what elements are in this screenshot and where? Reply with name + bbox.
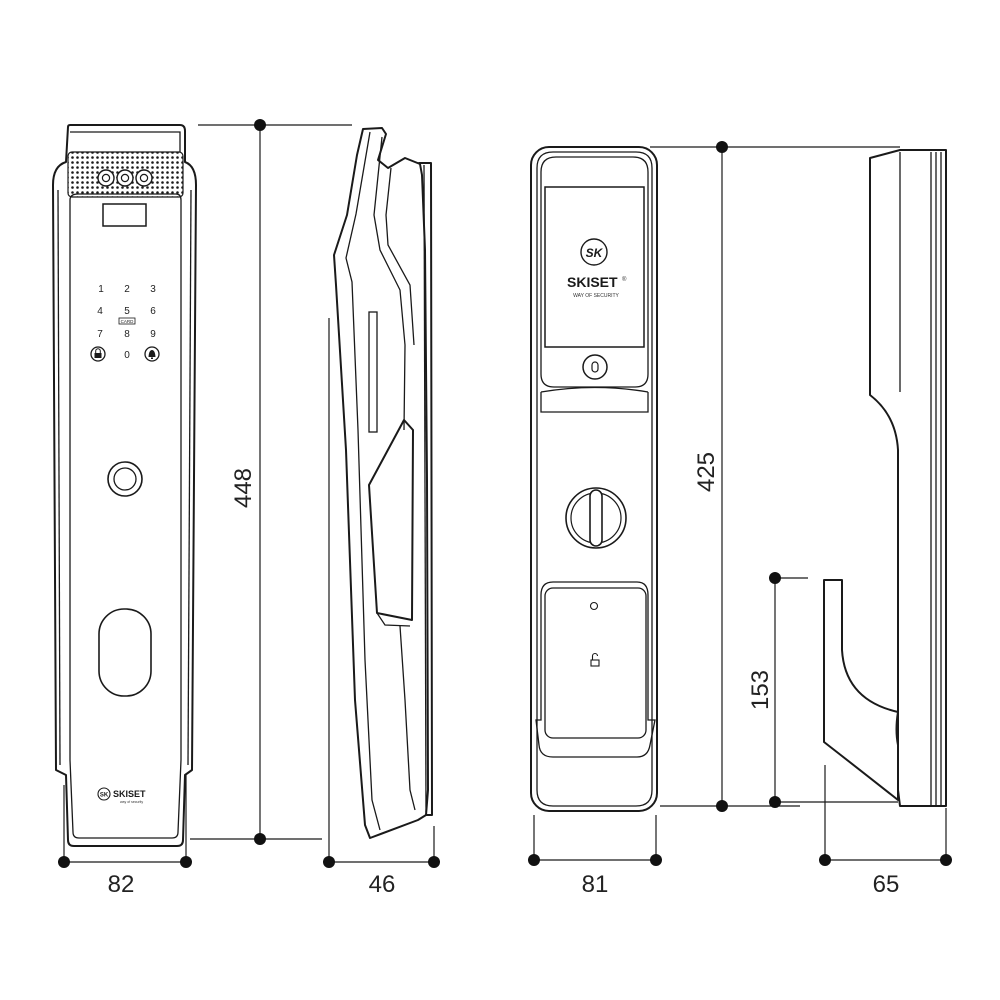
card-label: CARD bbox=[121, 319, 135, 324]
back-side-handle bbox=[823, 579, 899, 801]
back-brand-logo: SK SKISET ® WAY OF SECURITY bbox=[567, 238, 627, 299]
side-handle-lever bbox=[368, 419, 414, 621]
front-handle-grip bbox=[98, 608, 152, 697]
front-logo-tagline: way of security bbox=[120, 800, 143, 804]
key-2: 2 bbox=[124, 284, 130, 295]
camera-lenses bbox=[97, 169, 153, 187]
handle-height-dimension: 153 bbox=[747, 572, 898, 808]
handle-depth-label: 65 bbox=[873, 871, 900, 898]
key-5: 5 bbox=[124, 306, 130, 317]
front-small-logo: SK SKISET way of security bbox=[97, 787, 146, 804]
front-view: 1 2 3 4 5 6 CARD 7 8 9 0 bbox=[52, 124, 197, 847]
unlock-icon bbox=[590, 652, 600, 667]
back-height-label: 425 bbox=[693, 452, 720, 492]
back-logo-tagline: WAY OF SECURITY bbox=[573, 293, 619, 299]
key-9: 9 bbox=[150, 329, 156, 340]
key-7: 7 bbox=[97, 329, 103, 340]
display-window bbox=[102, 203, 147, 227]
front-face-panel bbox=[69, 193, 182, 839]
front-logo-name: SKISET bbox=[113, 789, 146, 799]
key-3: 3 bbox=[150, 284, 156, 295]
side-depth-label: 46 bbox=[369, 871, 396, 898]
side-view bbox=[333, 127, 433, 839]
back-logo-initials: SK bbox=[586, 246, 604, 260]
thumb-turn-knob bbox=[565, 487, 627, 549]
front-width-dimension: 82 bbox=[58, 775, 192, 898]
back-home-button bbox=[582, 354, 608, 380]
back-body-outline bbox=[530, 146, 658, 812]
padlock-key-icon bbox=[90, 346, 106, 362]
key-0: 0 bbox=[124, 350, 130, 361]
side-depth-dimension: 46 bbox=[323, 318, 440, 898]
back-side-view bbox=[823, 149, 947, 807]
side-body-outline bbox=[333, 127, 429, 839]
back-width-label: 81 bbox=[582, 871, 609, 898]
back-display-screen bbox=[544, 186, 645, 348]
key-8: 8 bbox=[124, 329, 130, 340]
front-height-dimension: 448 bbox=[190, 119, 352, 845]
registered-mark: ® bbox=[622, 276, 627, 283]
back-handle-plate bbox=[535, 581, 656, 758]
front-logo-initials: SK bbox=[100, 793, 109, 799]
keypad: 1 2 3 4 5 6 CARD 7 8 9 0 bbox=[90, 284, 160, 362]
doorbell-key-icon bbox=[144, 346, 160, 362]
front-body-outline bbox=[52, 124, 197, 847]
handle-depth-dimension: 65 bbox=[819, 765, 952, 898]
front-width-label: 82 bbox=[108, 871, 135, 898]
fingerprint-sensor bbox=[107, 461, 143, 497]
back-height-dimension: 425 bbox=[650, 141, 900, 812]
key-6: 6 bbox=[150, 306, 156, 317]
back-width-dimension: 81 bbox=[528, 815, 662, 898]
front-height-label: 448 bbox=[230, 468, 257, 508]
indicator-dot bbox=[589, 601, 599, 611]
key-1: 1 bbox=[98, 284, 104, 295]
key-4: 4 bbox=[97, 306, 103, 317]
handle-height-label: 153 bbox=[747, 670, 774, 710]
back-logo-name: SKISET bbox=[567, 274, 618, 290]
back-view: SK SKISET ® WAY OF SECURITY bbox=[530, 146, 658, 812]
back-upper-panel bbox=[540, 156, 649, 388]
